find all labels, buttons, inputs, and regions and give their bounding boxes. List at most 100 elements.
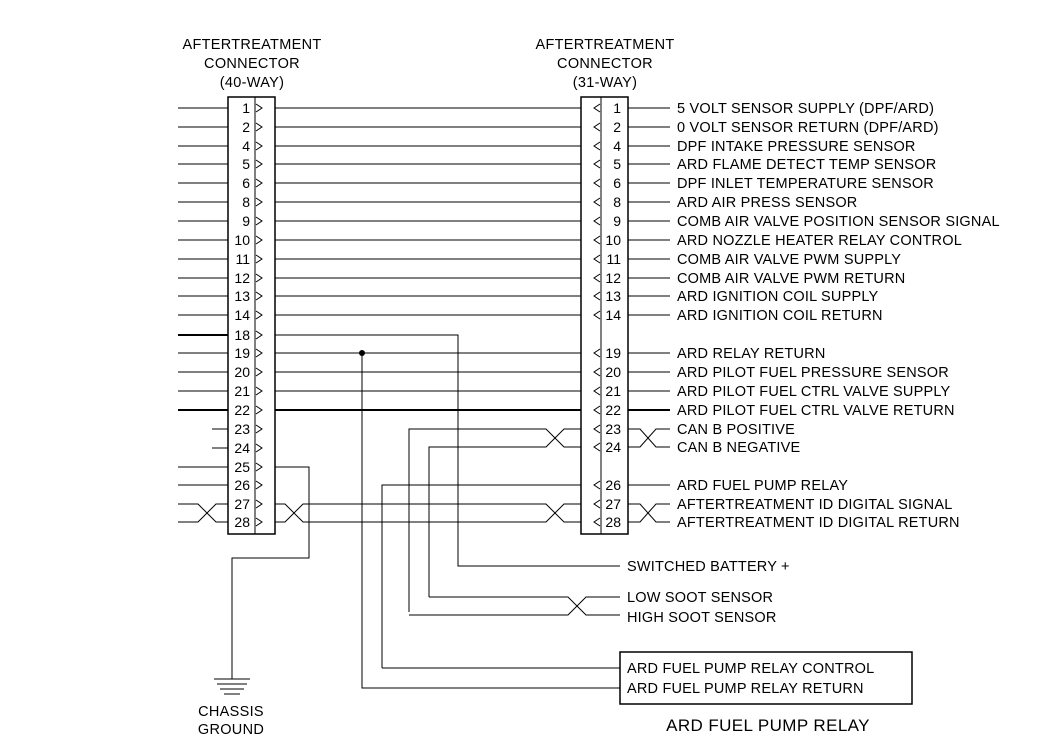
right-pin-terminal [593, 499, 601, 509]
right-pin-terminal [593, 273, 601, 283]
left-pin-terminal [255, 517, 263, 527]
left-pin-label: 1 [242, 100, 250, 116]
signal-label: ARD IGNITION COIL RETURN [677, 308, 883, 324]
signal-label: CAN B NEGATIVE [677, 440, 801, 456]
right-pin-terminal [593, 178, 601, 188]
right-pin-terminal [593, 291, 601, 301]
left-pin-terminal [255, 273, 263, 283]
signal-label: ARD FUEL PUMP RELAY [677, 478, 848, 494]
left-pin-terminal [255, 386, 263, 396]
signal-label: COMB AIR VALVE PWM SUPPLY [677, 252, 901, 268]
left-pin-label: 13 [234, 288, 250, 304]
left-pin-label: 21 [234, 383, 250, 399]
right-connector-title: AFTERTREATMENT CONNECTOR (31-WAY) [536, 37, 675, 91]
splice-junction-dot [359, 350, 365, 356]
right-pin-terminal [593, 405, 601, 415]
left-pin-label: 25 [234, 459, 250, 475]
left-connector-title-line-3: (40-WAY) [220, 75, 284, 91]
left-pin-label: 28 [234, 514, 250, 530]
switched-battery-label: SWITCHED BATTERY + [627, 559, 790, 575]
right-pin-label: 1 [613, 100, 621, 116]
signal-label: ARD NOZZLE HEATER RELAY CONTROL [677, 233, 962, 249]
right-pin-label: 5 [613, 156, 621, 172]
right-pin-label: 12 [605, 270, 621, 286]
left-pin-terminal [255, 159, 263, 169]
left-pin-terminal [255, 235, 263, 245]
left-pin-terminal [255, 310, 263, 320]
right-pin-terminal [593, 386, 601, 396]
right-pin-terminal [593, 348, 601, 358]
signal-label: ARD PILOT FUEL PRESSURE SENSOR [677, 365, 949, 381]
left-pin-terminal [255, 405, 263, 415]
right-pin-label: 20 [605, 364, 621, 380]
right-pin-terminal [593, 442, 601, 452]
relay-return-label: ARD FUEL PUMP RELAY RETURN [627, 681, 864, 697]
right-pin-label: 8 [613, 194, 621, 210]
right-pin-terminal [593, 367, 601, 377]
right-pin-terminal [593, 235, 601, 245]
right-pin-terminal [593, 517, 601, 527]
signal-label: ARD RELAY RETURN [677, 346, 826, 362]
signal-label: ARD AIR PRESS SENSOR [677, 195, 857, 211]
right-pin-terminal [593, 159, 601, 169]
right-connector-title-line-3: (31-WAY) [573, 75, 637, 91]
left-pin-terminal [255, 291, 263, 301]
right-pin-label: 4 [613, 138, 621, 154]
left-pin-label: 12 [234, 270, 250, 286]
right-signal-leads [628, 107, 670, 523]
signal-label: ARD IGNITION COIL SUPPLY [677, 289, 879, 305]
relay-title: ARD FUEL PUMP RELAY [666, 716, 870, 735]
chassis-ground-icon [214, 678, 250, 695]
left-pin-label: 10 [234, 232, 250, 248]
right-pin-terminal [593, 141, 601, 151]
left-pin-terminal [255, 216, 263, 226]
left-pin-label: 27 [234, 496, 250, 512]
right-pin-label: 13 [605, 288, 621, 304]
left-pin-terminal [255, 178, 263, 188]
right-pin-label: 11 [606, 251, 621, 267]
left-pin-label: 24 [234, 440, 250, 456]
left-pin-terminal [255, 122, 263, 132]
right-pin-terminal [593, 310, 601, 320]
signal-label: COMB AIR VALVE PWM RETURN [677, 271, 905, 287]
right-pin-label: 28 [605, 514, 621, 530]
signal-label: DPF INTAKE PRESSURE SENSOR [677, 139, 916, 155]
signal-label: 5 VOLT SENSOR SUPPLY (DPF/ARD) [677, 101, 934, 117]
left-connector-title-line-1: AFTERTREATMENT [183, 37, 322, 53]
left-pin-terminal [255, 197, 263, 207]
left-pin-label: 2 [242, 119, 250, 135]
left-pin-terminal [255, 443, 263, 453]
left-pin-terminal [255, 367, 263, 377]
left-connector-title: AFTERTREATMENT CONNECTOR (40-WAY) [183, 37, 322, 91]
left-pin-label: 20 [234, 364, 250, 380]
right-pin-label: 9 [613, 213, 621, 229]
signal-label: ARD PILOT FUEL CTRL VALVE SUPPLY [677, 384, 951, 400]
signal-label: CAN B POSITIVE [677, 422, 795, 438]
middle-routing [231, 334, 620, 689]
signal-label: AFTERTREATMENT ID DIGITAL SIGNAL [677, 497, 953, 513]
right-connector-title-line-2: CONNECTOR [557, 56, 653, 72]
right-pin-label: 6 [613, 175, 621, 191]
signal-labels: 5 VOLT SENSOR SUPPLY (DPF/ARD)0 VOLT SEN… [677, 101, 1000, 531]
right-pin-label: 23 [605, 421, 621, 437]
left-pin-label: 11 [235, 251, 250, 267]
right-pin-label: 10 [605, 232, 621, 248]
signal-label: DPF INLET TEMPERATURE SENSOR [677, 176, 934, 192]
left-pin-label: 8 [242, 194, 250, 210]
left-pin-terminal [255, 348, 263, 358]
left-pin-terminal [255, 499, 263, 509]
right-pin-terminal [593, 216, 601, 226]
left-pin-label: 23 [234, 421, 250, 437]
right-pin-label: 19 [605, 345, 621, 361]
left-connector-title-line-2: CONNECTOR [204, 56, 300, 72]
relay-control-label: ARD FUEL PUMP RELAY CONTROL [627, 661, 874, 677]
left-pin-label: 19 [234, 345, 250, 361]
left-pin-terminal [255, 103, 263, 113]
right-pin-terminal [593, 197, 601, 207]
right-pin-terminal [593, 424, 601, 434]
signal-label: COMB AIR VALVE POSITION SENSOR SIGNAL [677, 214, 1000, 230]
left-pin-terminal [255, 141, 263, 151]
